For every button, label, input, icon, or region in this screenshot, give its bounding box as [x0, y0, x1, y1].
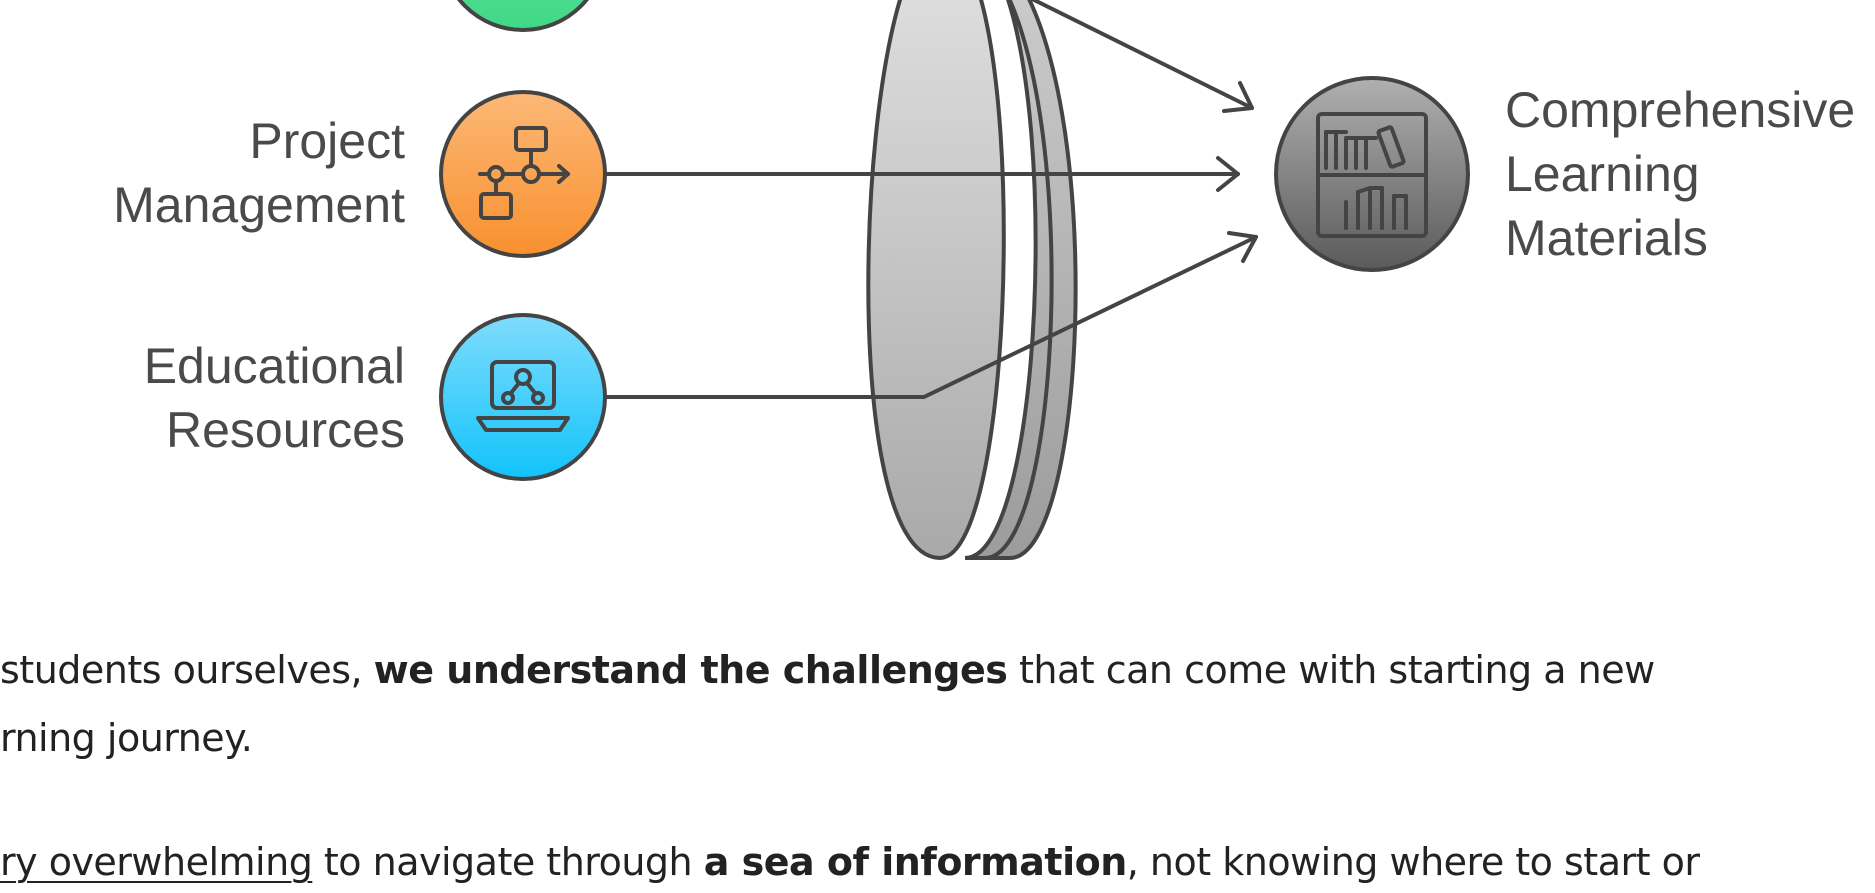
paragraph-2-line-1: ry overwhelming to navigate through a se… — [0, 840, 1700, 884]
output-label-line3: Materials — [1505, 210, 1708, 266]
arrowhead-middle — [1216, 156, 1240, 192]
partial-input-node — [457, 0, 589, 32]
text-span: that can come with starting a new — [1007, 648, 1655, 692]
paragraph-1-line-2: rning journey. — [0, 716, 253, 760]
output-comprehensive-learning-materials: Comprehensive Learning Materials — [1274, 76, 1855, 272]
connector-lines — [603, 0, 1258, 399]
arrowhead-bottom — [1227, 231, 1258, 263]
output-label-line1: Comprehensive — [1505, 82, 1855, 138]
input-label-line2: Resources — [166, 402, 405, 458]
output-label-line2: Learning — [1505, 146, 1700, 202]
input-label-line1: Educational — [144, 338, 405, 394]
text-span: rning journey. — [0, 716, 253, 760]
funnel-diagram: Project Management Educational Resources — [113, 0, 1855, 561]
paragraph-1-line-1: students ourselves, we understand the ch… — [0, 648, 1655, 692]
emphasis-text: a sea of information — [703, 840, 1128, 884]
underlined-text: ry overwhelming — [0, 840, 313, 884]
connector-top — [1029, 0, 1254, 110]
input-label-line1: Project — [249, 113, 405, 169]
text-span: students ourselves, — [0, 648, 374, 692]
input-educational-resources: Educational Resources — [144, 313, 607, 481]
laptop-network-icon — [476, 360, 570, 432]
flowchart-icon — [478, 126, 570, 220]
connector-educational-resources — [603, 235, 1258, 399]
emphasis-text: we understand the challenges — [373, 648, 1008, 692]
input-label-line2: Management — [113, 177, 405, 233]
focus-lens — [866, 0, 1078, 561]
text-span: , not knowing where to start or — [1126, 840, 1700, 884]
text-span: to navigate through — [312, 840, 704, 884]
input-project-management: Project Management — [113, 90, 607, 258]
bookshelf-icon — [1316, 112, 1428, 238]
arrowhead-top — [1222, 81, 1254, 113]
